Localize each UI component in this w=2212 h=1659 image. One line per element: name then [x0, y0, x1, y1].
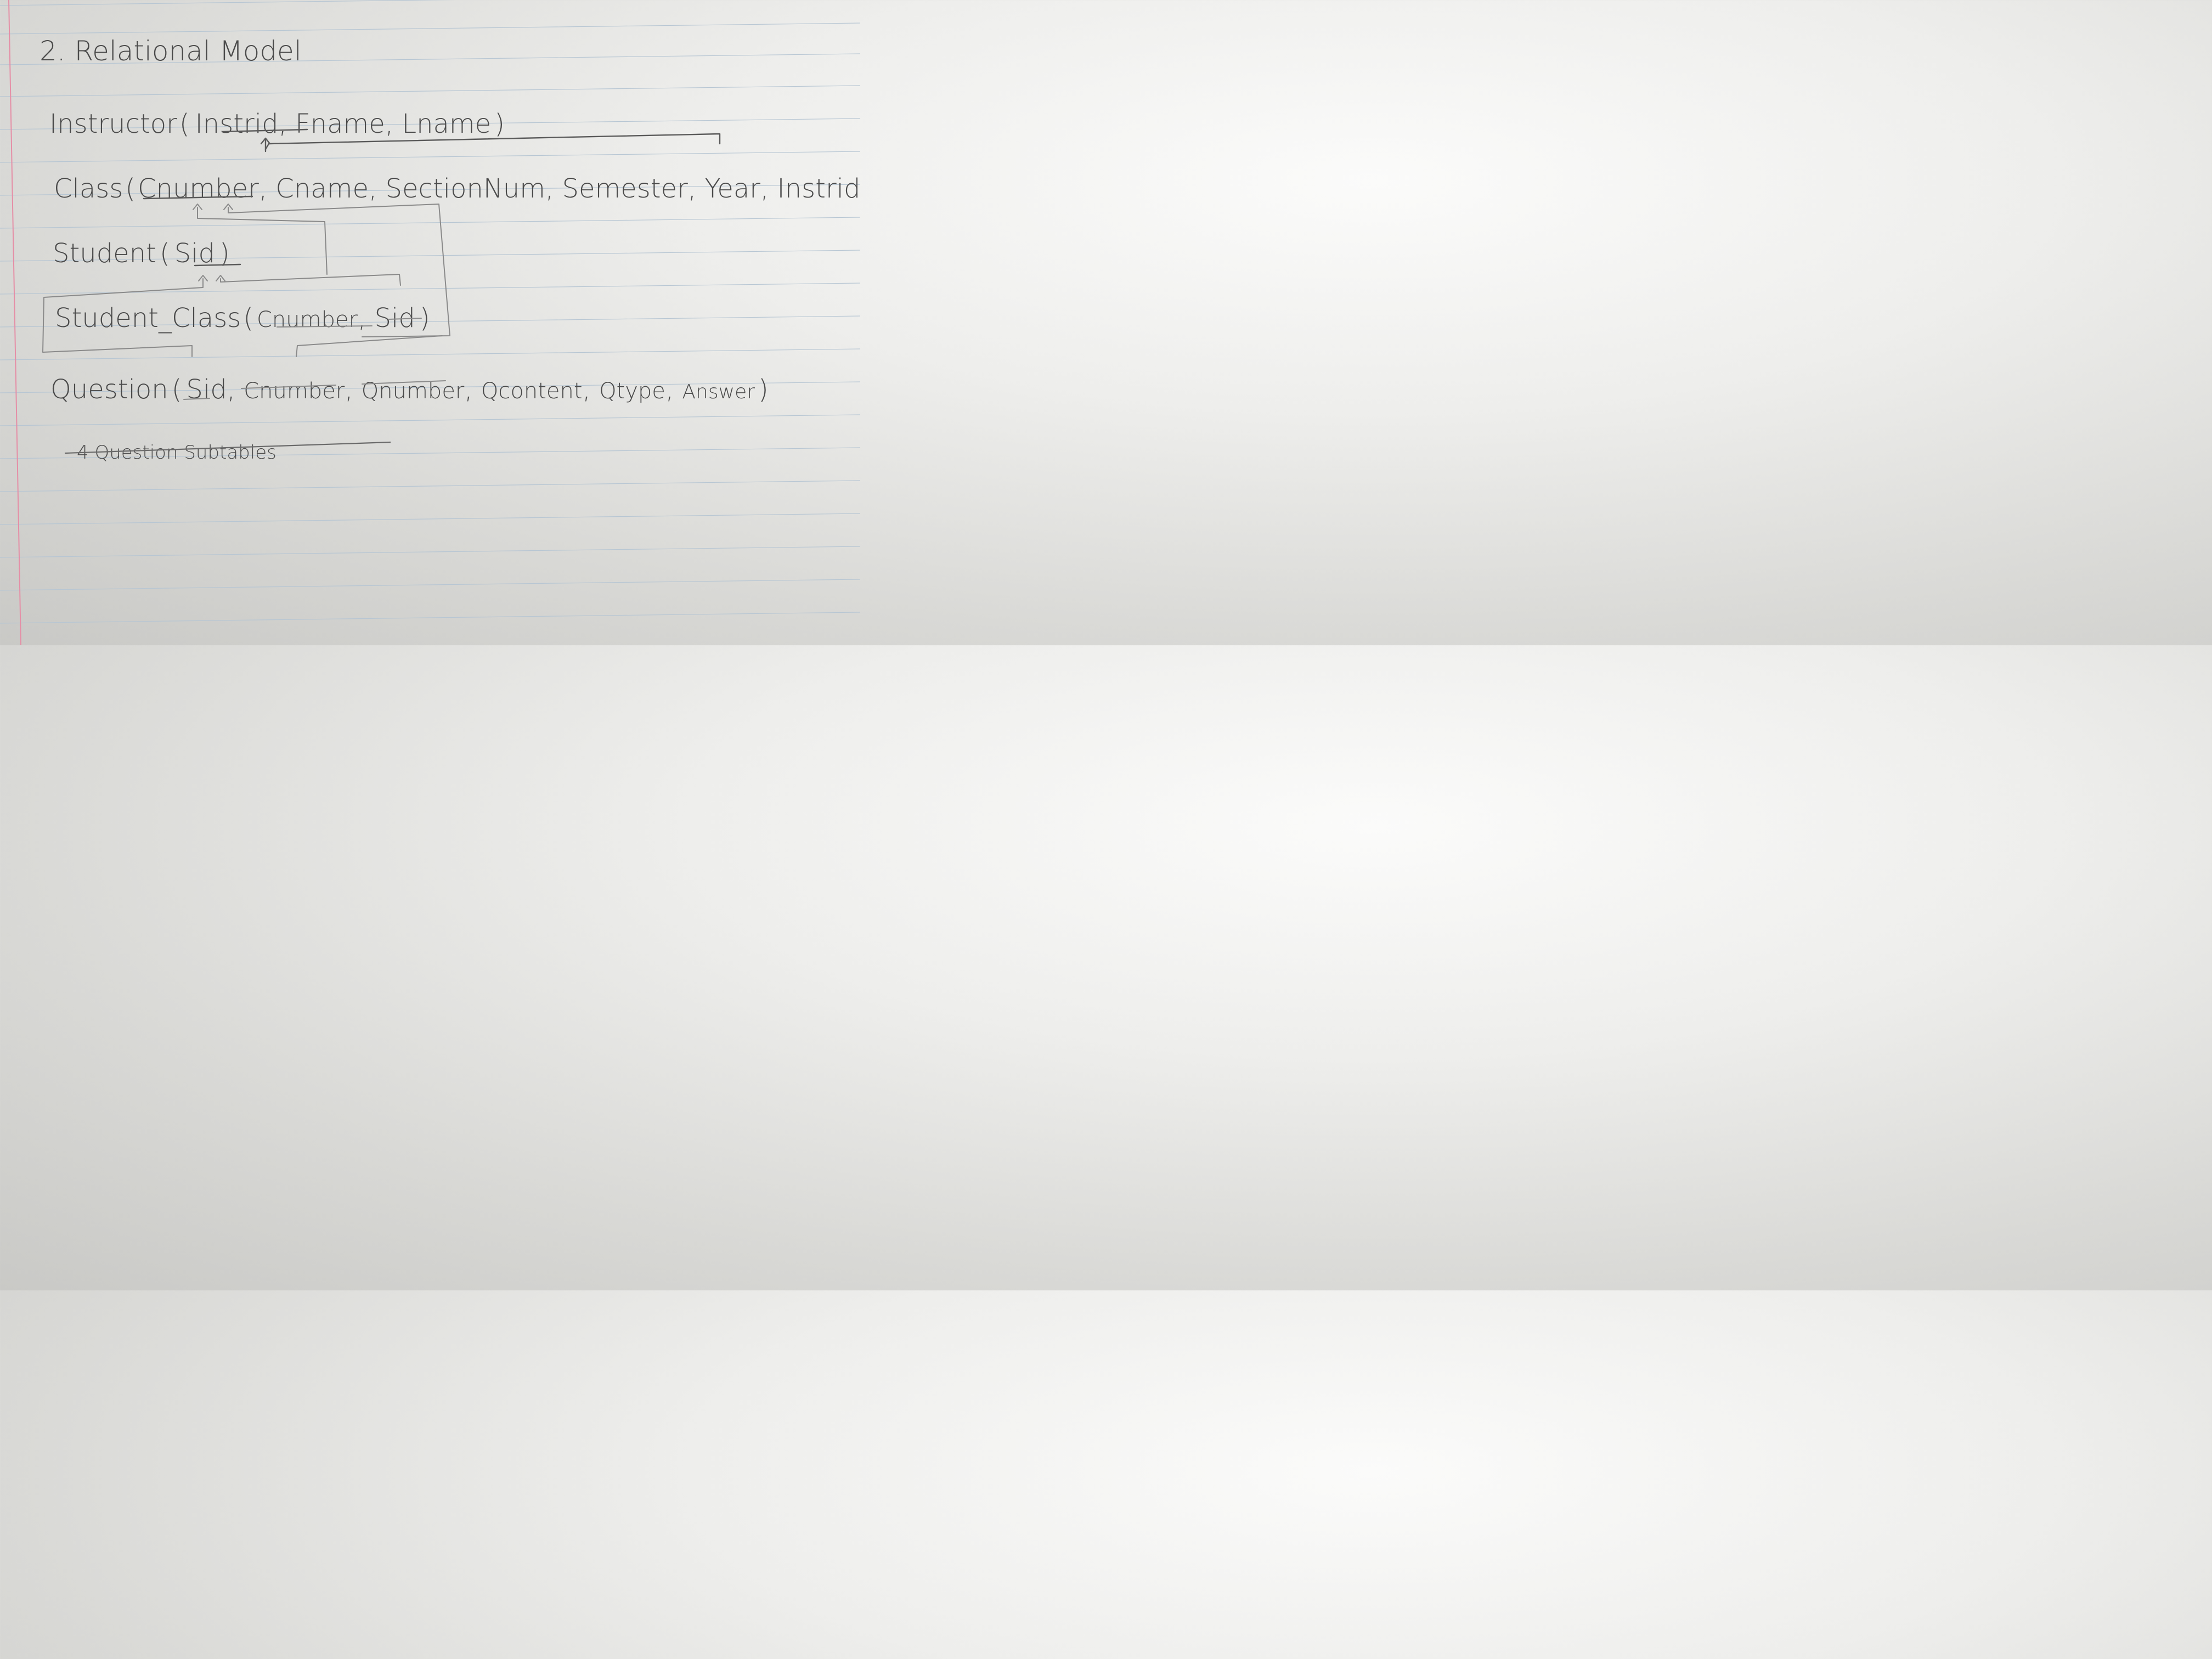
attr-sectionnum: SectionNum: [386, 173, 545, 204]
relation-instructor: Instructor(Instrid, Fname, Lname): [49, 109, 505, 139]
paren-open: (: [179, 109, 190, 139]
relation-name: Student_Class: [55, 303, 241, 334]
struck-note: 4 Question Subtables: [77, 442, 276, 464]
attr-cnumber: Cnumber: [257, 307, 358, 332]
heading: 2. Relational Model: [40, 35, 302, 67]
attr-cname: Cname: [275, 173, 369, 204]
paren-close: ): [219, 238, 230, 269]
attr-instrid-fk: Instrid: [777, 173, 860, 204]
fk-arrow-sid-1: [42, 278, 204, 357]
comma: ,: [665, 374, 682, 405]
fk-arrow-question-cnumber: [296, 335, 443, 357]
comma: ,: [688, 173, 705, 204]
strike-through-line: [64, 441, 391, 454]
comma: ,: [259, 173, 276, 204]
paren-open: (: [172, 374, 182, 405]
paren-close: ): [758, 374, 769, 405]
notebook-page: 2. Relational Model Instructor(Instrid, …: [0, 0, 874, 646]
relation-name: Question: [50, 374, 168, 405]
fk-arrow-cnumber-1: [197, 207, 328, 275]
comma: ,: [345, 374, 362, 405]
attr-semester: Semester: [562, 173, 688, 204]
arrow-head: [216, 275, 225, 281]
attr-qnumber: Qnumber: [362, 379, 465, 404]
arrow-head: [223, 204, 233, 210]
arrow-head: [193, 204, 202, 210]
comma: ,: [464, 374, 481, 405]
attr-sid-pk: Sid: [174, 238, 215, 269]
comma: ,: [358, 303, 375, 334]
comma: ,: [279, 109, 296, 139]
relation-class: Class(Cnumber, Cname, SectionNum, Semest…: [54, 173, 860, 204]
attr-qtype: Qtype: [599, 379, 665, 404]
paren-close: ): [494, 109, 505, 139]
attr-qcontent: Qcontent: [481, 379, 583, 404]
attr-cnumber: Cnumber: [244, 379, 345, 404]
comma: ,: [385, 109, 402, 139]
notebook-sheet: 2. Relational Model Instructor(Instrid, …: [0, 0, 874, 646]
pk-underline-sid: [194, 263, 241, 267]
arrow-head: [260, 137, 271, 153]
comma: ,: [369, 173, 386, 204]
fk-arrow-cnumber-2: [228, 204, 450, 337]
attr-year: Year: [704, 173, 760, 204]
comma: ,: [227, 374, 244, 405]
fk-arrow-sid-2: [220, 274, 401, 286]
margin-line: [8, 0, 21, 646]
pk-underline-question: [183, 380, 446, 400]
attr-sid: Sid: [186, 374, 227, 405]
relation-name: Class: [54, 173, 123, 204]
paren-open: (: [125, 173, 136, 204]
paren-open: (: [160, 238, 170, 269]
relation-student: Student(Sid): [53, 238, 230, 269]
ruled-lines: [0, 0, 861, 624]
pk-underline-cnumber: [143, 195, 253, 200]
relation-name: Instructor: [49, 109, 177, 139]
paren-close: ): [420, 303, 430, 334]
relation-name: Student: [53, 238, 156, 269]
comma: ,: [760, 173, 777, 204]
arrow-head: [198, 275, 208, 281]
relation-student-class: Student_Class(Cnumber, Sid): [55, 303, 430, 334]
attr-cnumber-pk: Cnumber: [138, 173, 259, 204]
paren-open: (: [243, 303, 253, 334]
relation-question: Question(Sid, Cnumber, Qnumber, Qcontent…: [50, 374, 769, 405]
comma: ,: [545, 173, 562, 204]
comma: ,: [583, 374, 600, 405]
pk-underline-instrid: [221, 128, 308, 133]
fk-arrow-instrid: [264, 133, 721, 150]
attr-lname: Lname: [402, 109, 491, 139]
attr-instrid-pk: Instrid: [195, 109, 279, 139]
pk-underline-student-class: [276, 318, 422, 328]
attr-fname: Fname: [295, 109, 385, 139]
attr-answer: Answer: [682, 381, 755, 403]
